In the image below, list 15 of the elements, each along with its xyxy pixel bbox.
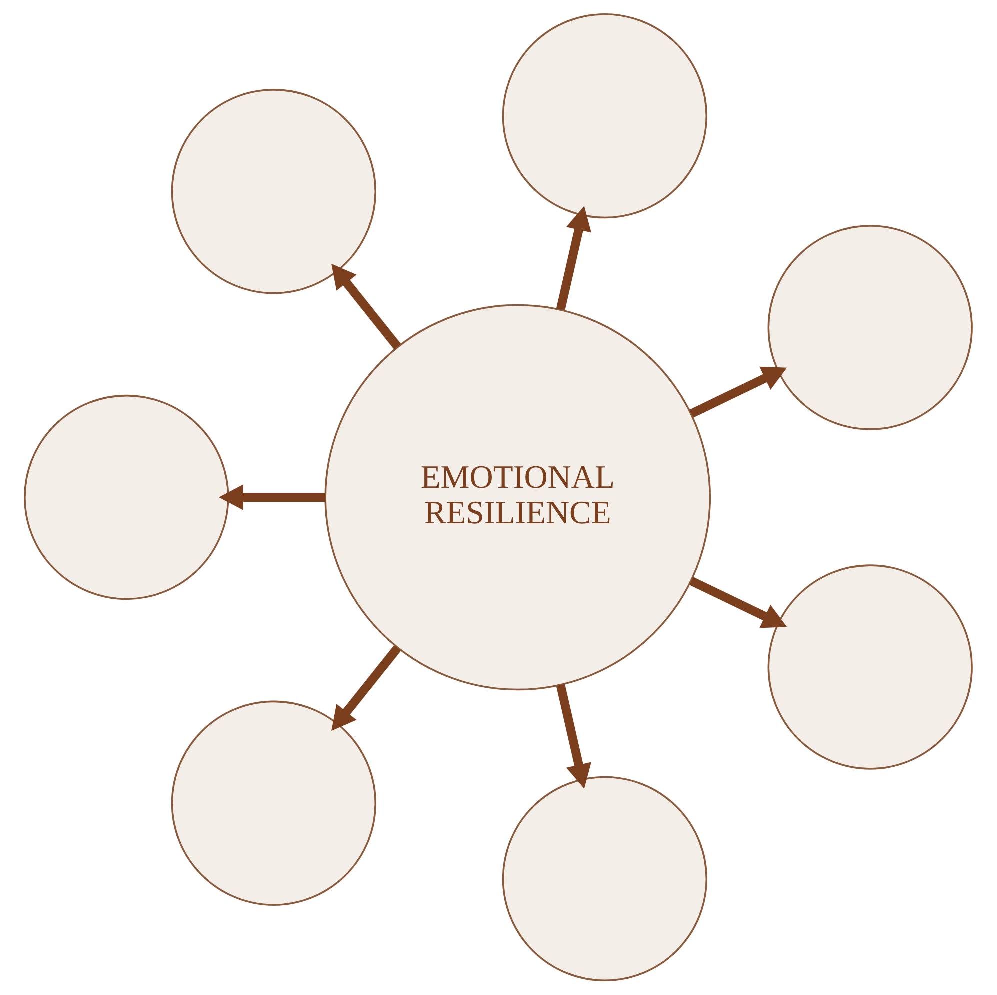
node-circle xyxy=(171,89,377,294)
arrow xyxy=(332,645,402,732)
node-circle xyxy=(24,394,230,600)
arrow xyxy=(332,264,402,350)
arrow xyxy=(690,366,788,418)
node-circle xyxy=(768,564,973,770)
node-circle xyxy=(768,225,973,430)
arrow xyxy=(556,206,592,311)
node-circle: EMOTIONAL RESILIENCE xyxy=(324,304,712,691)
arrow xyxy=(690,577,788,628)
node-circle xyxy=(502,776,708,982)
arrow xyxy=(556,684,592,789)
node-circle xyxy=(502,13,708,219)
node-circle xyxy=(171,700,377,906)
arrow xyxy=(218,484,326,510)
